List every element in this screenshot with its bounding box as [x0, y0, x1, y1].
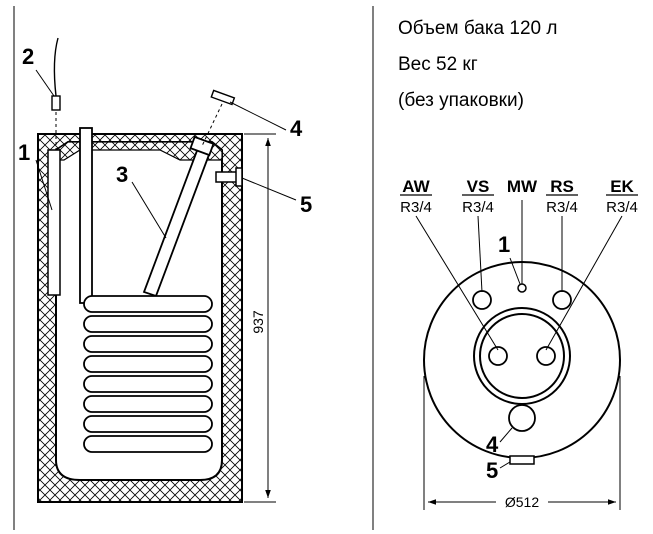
- top-label-4: 4: [486, 432, 499, 457]
- vs-connection: [472, 290, 492, 310]
- conn-label-ek: EK: [610, 177, 634, 196]
- side-label-2: 2: [22, 44, 34, 69]
- side-label-5: 5: [300, 192, 312, 217]
- rs-connection: [552, 290, 572, 310]
- side-view-section: 2 1 3 4 5 937: [18, 37, 312, 503]
- side-connector-flange: [235, 167, 243, 187]
- top-view-section: AW R3/4 VS R3/4 MW RS R3/4 EK R3/4: [400, 177, 638, 510]
- side-label-3: 3: [116, 162, 128, 187]
- sensor-well: [47, 149, 61, 296]
- coil-inlet-pipe: [79, 127, 93, 304]
- flange-inner-ring: [479, 313, 565, 399]
- sensor-cable: [53, 37, 59, 97]
- conn-label-vs: VS: [467, 177, 490, 196]
- side-connector: [215, 171, 239, 183]
- sensor-probe: [51, 95, 61, 111]
- tank-weight-text: Вес 52 кг: [398, 54, 478, 75]
- anode-plug: [189, 135, 215, 157]
- weight-note-text: (без упаковки): [398, 90, 524, 111]
- conn-label-rs: RS: [550, 177, 574, 196]
- top-label-1: 1: [498, 232, 510, 257]
- side-connector-top-view: [509, 455, 535, 465]
- top-label-5: 5: [486, 458, 498, 483]
- sensor-port: [517, 283, 527, 293]
- conn-thread-vs: R3/4: [462, 199, 494, 216]
- heating-coil: [83, 295, 213, 453]
- conn-thread-ek: R3/4: [606, 199, 638, 216]
- coil-connection-left: [488, 346, 508, 366]
- conn-label-aw: AW: [402, 177, 430, 196]
- conn-thread-aw: R3/4: [400, 199, 432, 216]
- tank-volume-text: Объем бака 120 л: [398, 18, 558, 39]
- tank-top-cover: [55, 141, 223, 161]
- conn-thread-rs: R3/4: [546, 199, 578, 216]
- diameter-dimension-text: Ø512: [505, 494, 539, 510]
- height-dimension-text: 937: [250, 310, 266, 334]
- side-label-4: 4: [290, 116, 303, 141]
- side-label-1: 1: [18, 140, 30, 165]
- conn-label-mw: MW: [507, 177, 538, 196]
- coil-connection-right: [536, 346, 556, 366]
- spare-anode-cap: [210, 89, 236, 106]
- anode-opening: [508, 404, 536, 432]
